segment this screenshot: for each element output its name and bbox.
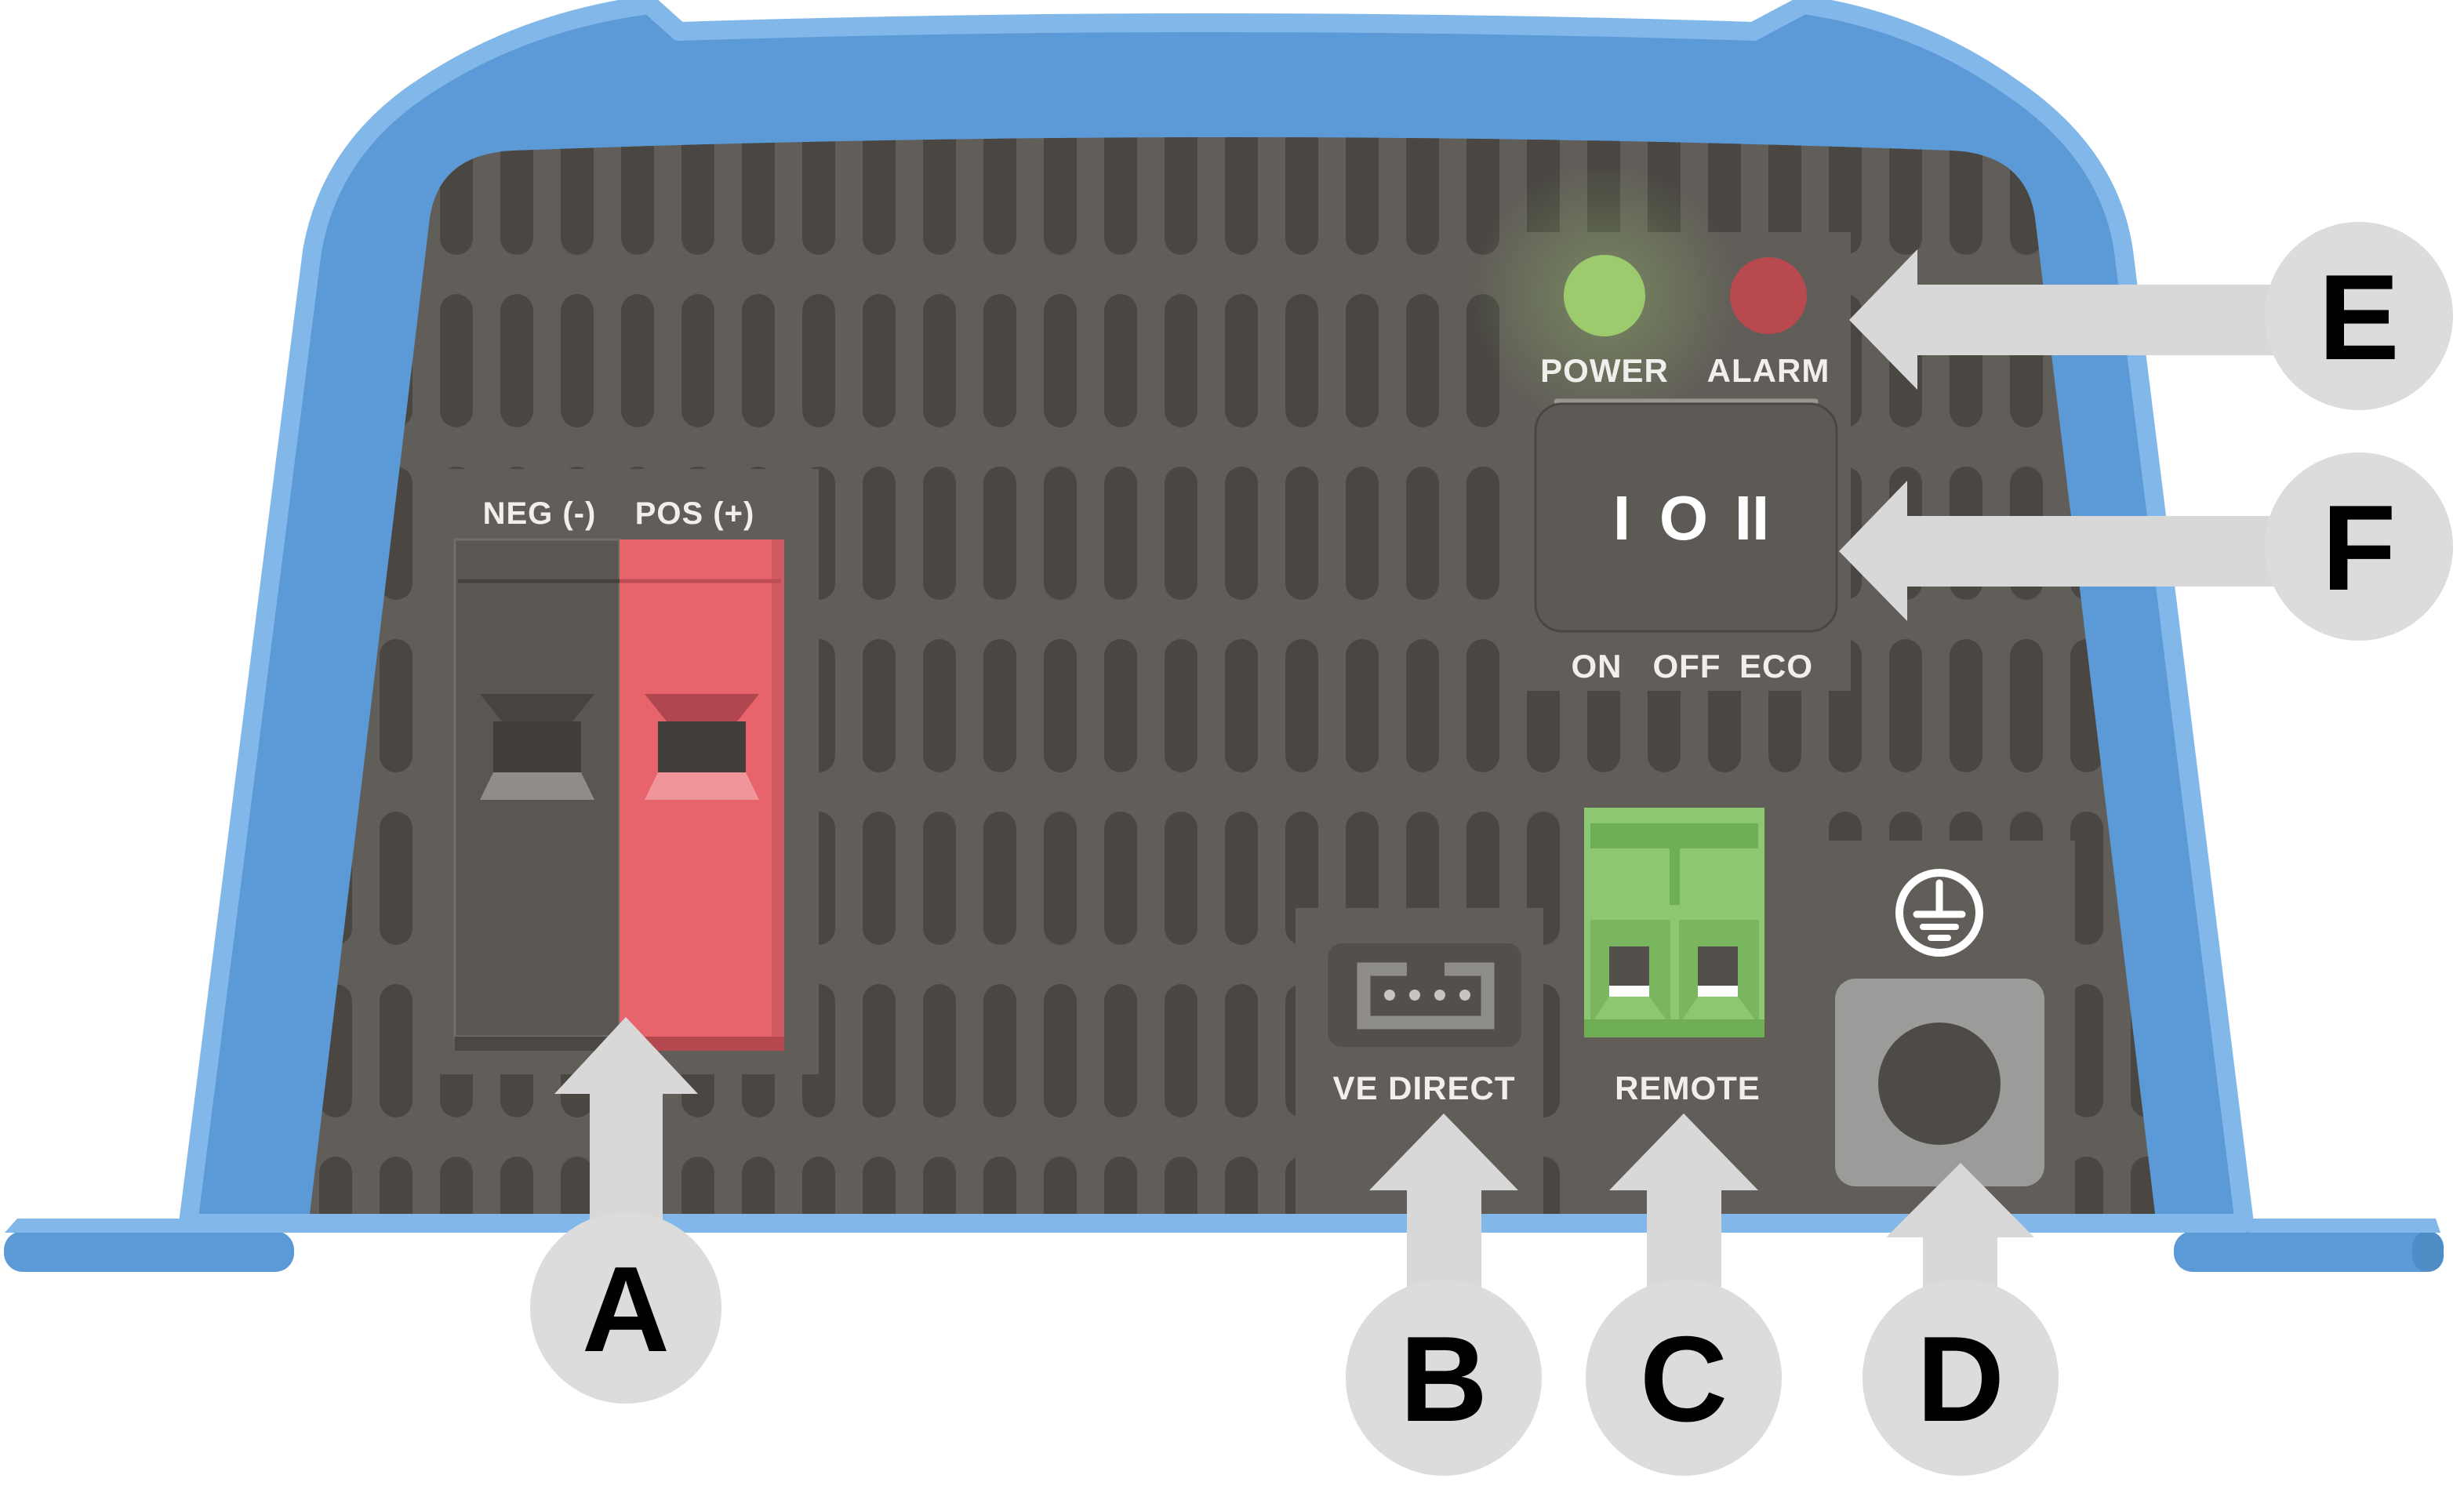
alarm-label: ALARM bbox=[1707, 352, 1830, 389]
remote-hole-left bbox=[1609, 946, 1649, 986]
remote-t-stem bbox=[1670, 848, 1680, 905]
pos-terminal-label: POS (+) bbox=[635, 496, 755, 531]
case-right-foot-endcap bbox=[2412, 1231, 2444, 1272]
callout-e-letter: E bbox=[2318, 249, 2399, 385]
callout-d: D bbox=[1863, 1280, 2059, 1476]
ground-symbol-icon bbox=[1895, 869, 1983, 957]
callout-b-letter: B bbox=[1400, 1311, 1488, 1447]
callout-e: E bbox=[2265, 222, 2453, 410]
callout-a-letter: A bbox=[582, 1241, 670, 1377]
remote-top-strip bbox=[1590, 823, 1758, 848]
eco-label: ECO bbox=[1739, 648, 1813, 685]
callout-arrow-f bbox=[1839, 481, 2313, 621]
remote-wedge-left bbox=[1590, 997, 1670, 1025]
callout-c-letter: C bbox=[1640, 1311, 1728, 1447]
switch-symbol-off: O bbox=[1659, 483, 1708, 553]
remote-clamp-left bbox=[1609, 986, 1649, 997]
remote-connector: REMOTE bbox=[1584, 808, 1764, 1106]
ve-direct-port-icon bbox=[1357, 962, 1495, 1030]
neg-terminal-base bbox=[455, 1037, 620, 1051]
pos-terminal-opening-bottom bbox=[645, 772, 759, 800]
battery-terminals: NEG (-) POS (+) bbox=[453, 496, 784, 1051]
callout-c: C bbox=[1586, 1280, 1782, 1476]
ground-area bbox=[1835, 869, 2044, 1186]
alarm-led-icon bbox=[1730, 257, 1807, 334]
callout-f-letter: F bbox=[2322, 480, 2397, 616]
remote-wedge-right bbox=[1679, 997, 1759, 1025]
mode-switch: I O II ON OFF ECO bbox=[1534, 398, 1838, 685]
case-left-foot-top-face bbox=[5, 1219, 205, 1233]
remote-hole-right bbox=[1698, 946, 1738, 986]
pos-terminal-base bbox=[620, 1037, 784, 1051]
case-right-foot-top-face bbox=[2238, 1219, 2440, 1233]
remote-label: REMOTE bbox=[1615, 1070, 1761, 1106]
case-left-foot bbox=[4, 1231, 294, 1272]
switch-symbol-on: I bbox=[1613, 483, 1630, 553]
pos-terminal-opening-top bbox=[645, 694, 759, 721]
power-label: POWER bbox=[1540, 352, 1669, 389]
on-label: ON bbox=[1572, 648, 1623, 685]
off-label: OFF bbox=[1653, 648, 1721, 685]
switch-symbol-eco: II bbox=[1735, 483, 1769, 553]
ground-stud-hole bbox=[1878, 1023, 2001, 1145]
neg-terminal-opening-top bbox=[480, 694, 594, 721]
callout-b: B bbox=[1346, 1280, 1542, 1476]
power-led-icon bbox=[1564, 255, 1645, 336]
pos-terminal-edge bbox=[772, 539, 784, 1037]
neg-terminal-hole bbox=[493, 721, 581, 772]
remote-clamp-right bbox=[1698, 986, 1738, 997]
neg-terminal-label: NEG (-) bbox=[483, 496, 597, 531]
callout-f: F bbox=[2265, 452, 2453, 641]
callout-arrow-e bbox=[1849, 249, 2313, 390]
ve-direct-label: VE DIRECT bbox=[1332, 1070, 1515, 1106]
callout-a: A bbox=[530, 1212, 721, 1404]
callout-badges: A B C D E F bbox=[530, 222, 2453, 1476]
callout-d-letter: D bbox=[1917, 1311, 2004, 1447]
pos-terminal-hole bbox=[658, 721, 746, 772]
status-leds: POWER ALARM bbox=[1471, 170, 1830, 429]
remote-base-strip bbox=[1584, 1019, 1764, 1037]
ve-direct-port: VE DIRECT bbox=[1328, 943, 1521, 1106]
switch-bezel bbox=[1534, 402, 1838, 633]
neg-terminal-opening-bottom bbox=[480, 772, 594, 800]
ve-direct-pins bbox=[1384, 990, 1470, 1001]
case-right-foot bbox=[2174, 1231, 2444, 1272]
